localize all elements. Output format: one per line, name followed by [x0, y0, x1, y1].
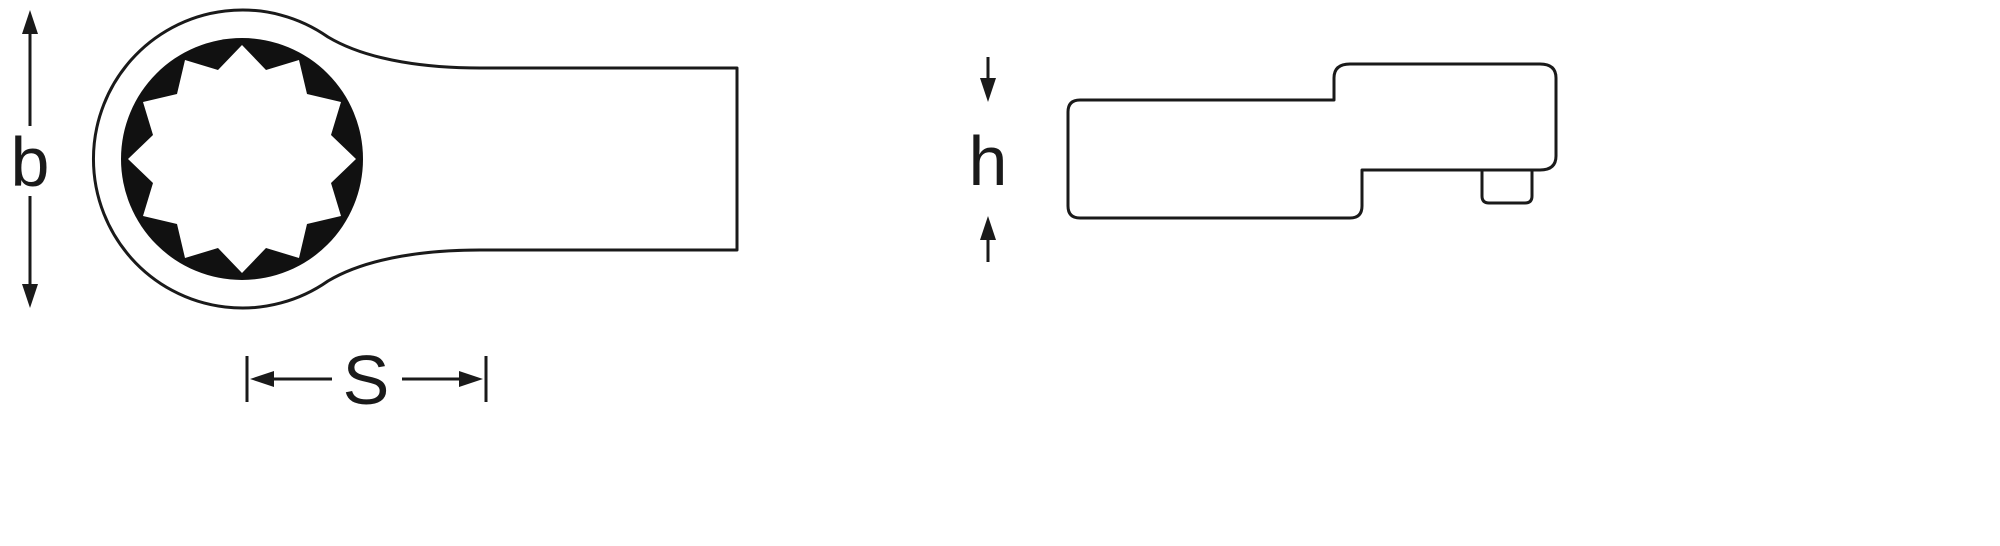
front-view-drawing: b S	[11, 8, 739, 419]
arrow-down-icon	[980, 78, 996, 102]
twelve-point-profile-opening	[128, 45, 356, 273]
arrow-left-icon	[250, 371, 274, 387]
dimension-h: h	[969, 57, 1008, 262]
dimension-b-label: b	[11, 123, 50, 201]
dimension-s-label: S	[343, 341, 390, 419]
arrow-up-icon	[980, 216, 996, 240]
arrow-up-icon	[22, 10, 38, 34]
dimension-b: b	[11, 10, 50, 308]
tang-and-head-silhouette	[1066, 62, 1558, 220]
dimension-h-label: h	[969, 122, 1008, 200]
arrow-right-icon	[459, 371, 483, 387]
dimension-s: S	[245, 341, 488, 419]
square-drive-peg	[1480, 168, 1534, 205]
arrow-down-icon	[22, 284, 38, 308]
side-view-drawing: h	[969, 57, 1558, 262]
